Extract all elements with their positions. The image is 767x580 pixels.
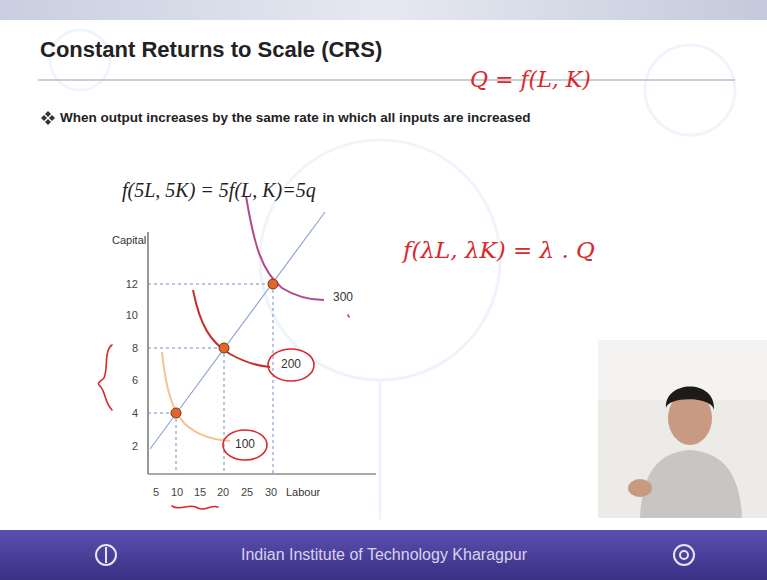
formula: f(5L, 5K) = 5f(L, K)=5q: [122, 179, 316, 202]
tick-label: 2: [132, 440, 138, 453]
isoquant-label: 300: [333, 291, 353, 305]
tick-label: 25: [241, 486, 253, 499]
equilibrium-dots: [171, 279, 278, 418]
tick-label: 20: [217, 486, 229, 499]
axis-title: Labour: [286, 486, 320, 499]
slide-title: Constant Returns to Scale (CRS): [40, 37, 382, 62]
bullet-text: When output increases by the same rate i…: [60, 110, 530, 126]
guide-lines: [148, 284, 273, 474]
isoquant-label: 100: [235, 438, 255, 452]
footer-logos: [96, 545, 694, 565]
tick-label: 5: [153, 486, 159, 499]
bullet-symbol: [41, 111, 55, 125]
footer-band: [0, 530, 767, 580]
tick-label: 15: [194, 486, 206, 499]
tick-label: 10: [171, 486, 183, 499]
title-rule: [38, 79, 735, 81]
top-band: [0, 0, 767, 20]
tick-label: 4: [132, 407, 138, 420]
handwritten-note: Q = f(L, K): [470, 67, 591, 92]
tick-label: 6: [132, 374, 138, 387]
isoquant-label: 200: [281, 358, 301, 372]
axis-title: Capital: [112, 234, 146, 247]
expansion-ray: [150, 212, 325, 449]
handwritten-note: f(λL, λK) = λ . Q: [403, 237, 595, 263]
handwritten-marks: [98, 315, 349, 509]
isoquant-200: [193, 290, 270, 367]
footer-text: Indian Institute of Technology Kharagpur: [241, 546, 527, 564]
presenter-video: [598, 340, 767, 518]
tick-label: 8: [132, 342, 138, 355]
tick-label: 12: [126, 278, 138, 291]
isoquant-300: [246, 196, 324, 300]
axes: [148, 232, 376, 474]
tick-label: 10: [126, 309, 138, 322]
tick-label: 30: [265, 486, 277, 499]
isoquant-100: [162, 352, 230, 441]
